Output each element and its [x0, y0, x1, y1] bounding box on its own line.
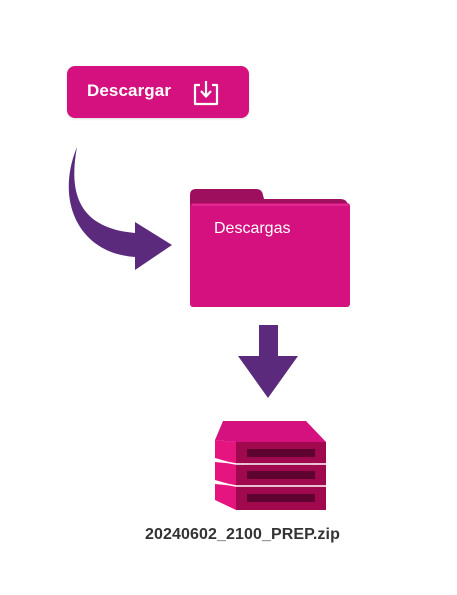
folder-label: Descargas [214, 220, 291, 237]
download-button-label: Descargar [87, 81, 172, 100]
download-icon [193, 81, 219, 106]
download-button[interactable]: Descargar [67, 66, 249, 118]
archive-file-name: 20240602_2100_PREP.zip [145, 526, 340, 543]
